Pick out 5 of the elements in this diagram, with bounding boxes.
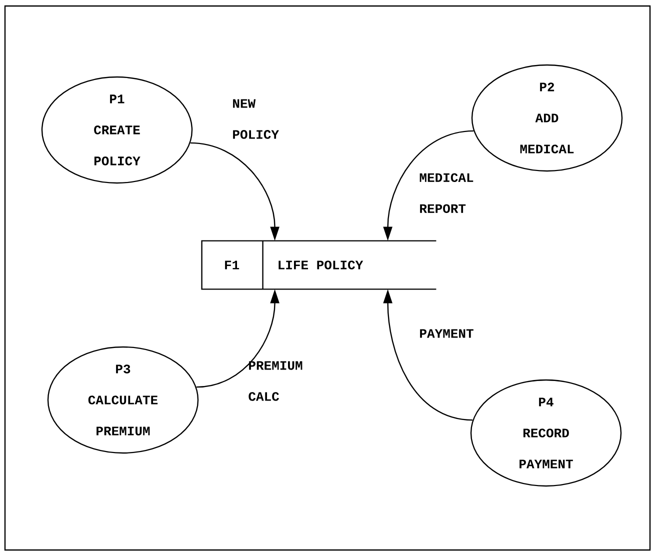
edge-label: MEDICAL REPORT bbox=[420, 173, 474, 214]
data-store: F1 LIFE POLICY bbox=[201, 240, 436, 290]
edge-label: PAYMENT bbox=[420, 329, 474, 338]
edge-label: NEW POLICY bbox=[233, 99, 279, 139]
edge-label: PREMIUM CALC bbox=[248, 361, 302, 401]
